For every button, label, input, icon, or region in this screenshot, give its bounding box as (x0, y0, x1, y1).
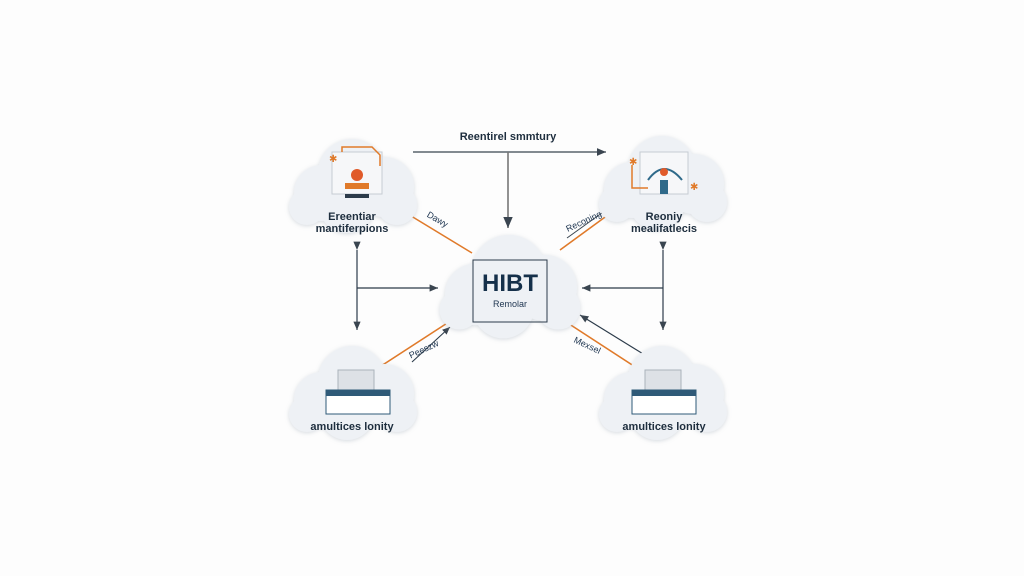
edge-bottom-left (377, 317, 456, 369)
bottom-left-edge-label: Peeszw (407, 338, 440, 361)
node-label: Reoniy (646, 211, 684, 223)
center-title: HIBT (482, 270, 538, 297)
node-center: HIBT Remolar (439, 234, 581, 339)
node-label: amultices lonity (310, 421, 394, 433)
node-top-left: ✱ Ereentiar mantiferpions (289, 139, 417, 235)
node-label: mealifatlecis (631, 223, 697, 235)
svg-text:✱: ✱ (329, 154, 337, 165)
node-label: Ereentiar (328, 211, 376, 223)
node-bottom-left: amultices lonity (289, 346, 417, 440)
node-bottom-right: amultices lonity (599, 346, 727, 440)
svg-text:✱: ✱ (690, 182, 698, 193)
person-icon (351, 169, 363, 181)
node-label: amultices lonity (622, 421, 706, 433)
edge-bottom-right-arrow (579, 314, 654, 361)
edge-bottom-left-arrow (411, 326, 451, 363)
edge-bottom-right (559, 317, 641, 371)
edge-top-right-arrow (566, 209, 607, 239)
svg-text:✱: ✱ (629, 157, 637, 168)
top-right-edge-label: Reconing (564, 209, 603, 234)
node-label: mantiferpions (316, 223, 389, 235)
bottom-right-edge-label: Mexsel (572, 335, 602, 356)
server-icon (644, 369, 682, 391)
center-subtitle: Remolar (493, 299, 527, 309)
server-icon (337, 369, 375, 391)
top-edge-label: Reentirel smmtury (460, 131, 557, 143)
node-top-right: ✱ ✱ Reoniy mealifatlecis (599, 136, 727, 235)
edge-top-right (559, 211, 613, 251)
